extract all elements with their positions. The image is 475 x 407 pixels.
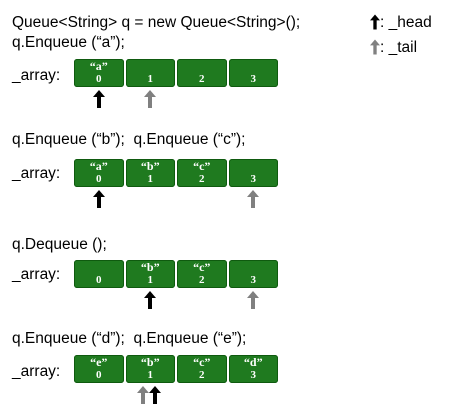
cell-value: “b” — [140, 159, 160, 173]
legend-tail: : _tail — [370, 36, 417, 57]
array-cell: “b”1 — [125, 159, 175, 187]
cell-value: “c” — [193, 355, 211, 369]
array-cell: “c”2 — [177, 355, 227, 383]
cell-index: 1 — [147, 73, 154, 85]
cell-value: “b” — [140, 260, 160, 274]
cell-value: “d” — [243, 355, 263, 369]
array-label: _array: — [12, 165, 61, 182]
cell-index: 3 — [250, 73, 257, 85]
array-cell: “d”3 — [228, 355, 278, 383]
head-arrow-icon — [370, 14, 380, 30]
code-line: Queue<String> q = new Queue<String>(); — [12, 14, 301, 31]
cell-value: “e” — [90, 355, 108, 369]
head-arrow-icon — [149, 386, 162, 404]
cell-index: 0 — [96, 173, 102, 185]
head-arrow-icon — [92, 190, 105, 208]
array-cell: 3 — [228, 260, 278, 288]
cell-index: 1 — [147, 274, 154, 286]
cell-value: “c” — [193, 260, 211, 274]
tail-arrow-icon — [247, 291, 260, 309]
cell-index: 2 — [199, 173, 205, 185]
cell-value: “b” — [140, 355, 160, 369]
array-row: “a”0 1 2 3 — [74, 59, 278, 87]
cell-value: “a” — [89, 159, 108, 173]
array-cell: “c”2 — [177, 260, 227, 288]
code-line: q.Enqueue (“b”); q.Enqueue (“c”); — [12, 131, 246, 148]
cell-index: 1 — [147, 369, 154, 381]
array-row: “e”0“b”1“c”2“d”3 — [74, 355, 278, 383]
cell-index: 0 — [96, 73, 102, 85]
tail-arrow-icon — [144, 90, 157, 108]
cell-value: “c” — [193, 159, 211, 173]
cell-index: 3 — [250, 173, 257, 185]
array-cell: 3 — [228, 59, 278, 87]
cell-index: 2 — [199, 73, 205, 85]
cell-index: 1 — [147, 173, 154, 185]
code-line: q.Enqueue (“a”); — [12, 34, 125, 51]
cell-index: 0 — [96, 274, 102, 286]
tail-arrow-icon — [370, 39, 380, 55]
array-cell: 1 — [125, 59, 175, 87]
head-arrow-icon — [144, 291, 157, 309]
array-cell: 3 — [228, 159, 278, 187]
cell-index: 3 — [250, 369, 257, 381]
array-label: _array: — [12, 67, 61, 84]
cell-index: 2 — [199, 274, 205, 286]
tail-arrow-icon — [247, 190, 260, 208]
tail-arrow-icon — [137, 386, 150, 404]
array-cell: 0 — [74, 260, 124, 288]
array-label: _array: — [12, 266, 61, 283]
cell-index: 3 — [250, 274, 257, 286]
array-cell: “a”0 — [74, 59, 124, 87]
code-line: q.Dequeue (); — [12, 236, 107, 253]
legend-head-label: : _head — [380, 14, 432, 31]
array-cell: 2 — [177, 59, 227, 87]
array-cell: “b”1 — [125, 260, 175, 288]
array-cell: “a”0 — [74, 159, 124, 187]
head-arrow-icon — [92, 90, 105, 108]
code-line: q.Enqueue (“d”); q.Enqueue (“e”); — [12, 330, 247, 347]
cell-index: 0 — [96, 369, 102, 381]
array-label: _array: — [12, 363, 61, 380]
legend-head: : _head — [370, 11, 432, 32]
array-cell: “b”1 — [125, 355, 175, 383]
legend-tail-label: : _tail — [380, 39, 418, 56]
cell-index: 2 — [199, 369, 205, 381]
cell-value: “a” — [89, 59, 108, 73]
array-cell: “e”0 — [74, 355, 124, 383]
array-cell: “c”2 — [177, 159, 227, 187]
